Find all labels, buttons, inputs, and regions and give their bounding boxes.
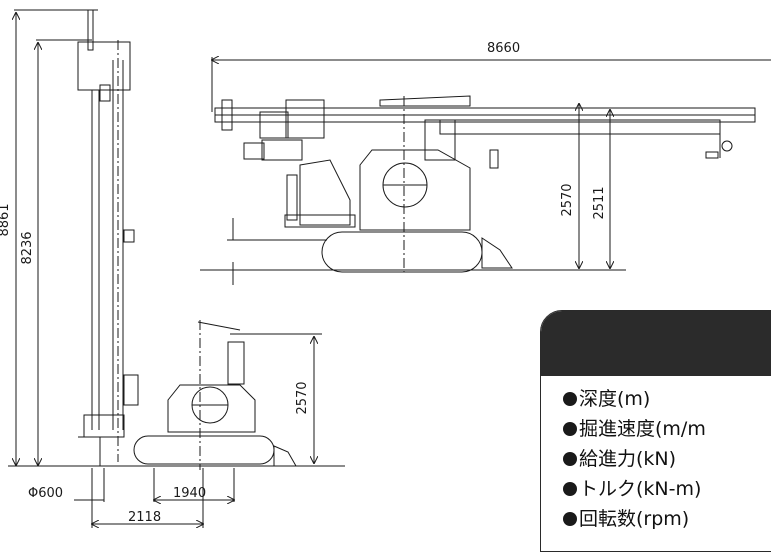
dim-transport-cab-height: 2570 (560, 183, 575, 216)
dim-mast-height: 8236 (20, 231, 35, 264)
working-view (8, 9, 345, 528)
dim-total-height: 8861 (0, 203, 12, 236)
dim-auger-diameter: Φ600 (28, 486, 63, 501)
spec-panel-header (541, 311, 771, 376)
spec-label: 掘進速度(m/m (579, 418, 706, 440)
spec-list: 深度(m) 掘進速度(m/m 給進力(kN) トルク(kN-m) 回転数(rpm… (541, 376, 771, 534)
dim-total-length: 8660 (487, 41, 520, 56)
spec-item-feed-force: 給進力(kN) (563, 444, 771, 474)
bullet-icon (563, 452, 577, 466)
spec-label: 給進力(kN) (579, 448, 677, 470)
dim-track-length: 1940 (173, 486, 206, 501)
bullet-icon (563, 422, 577, 436)
spec-item-depth: 深度(m) (563, 384, 771, 414)
spec-item-speed: 掘進速度(m/m (563, 414, 771, 444)
dim-transport-height: 2511 (592, 186, 607, 219)
bullet-icon (563, 482, 577, 496)
transport-view (200, 57, 771, 285)
bullet-icon (563, 512, 577, 526)
spec-label: トルク(kN-m) (579, 478, 702, 500)
dim-cab-height: 2570 (295, 381, 310, 414)
dim-tail-length: 2118 (128, 510, 161, 525)
bullet-icon (563, 392, 577, 406)
spec-label: 回転数(rpm) (579, 508, 690, 530)
spec-label: 深度(m) (579, 388, 651, 410)
spec-item-rotation: 回転数(rpm) (563, 504, 771, 534)
drill-rig-drawing: 8660 2570 2511 8861 8236 2570 Φ600 1940 … (0, 9, 771, 528)
spec-panel: 深度(m) 掘進速度(m/m 給進力(kN) トルク(kN-m) 回転数(rpm… (540, 310, 771, 552)
spec-item-torque: トルク(kN-m) (563, 474, 771, 504)
